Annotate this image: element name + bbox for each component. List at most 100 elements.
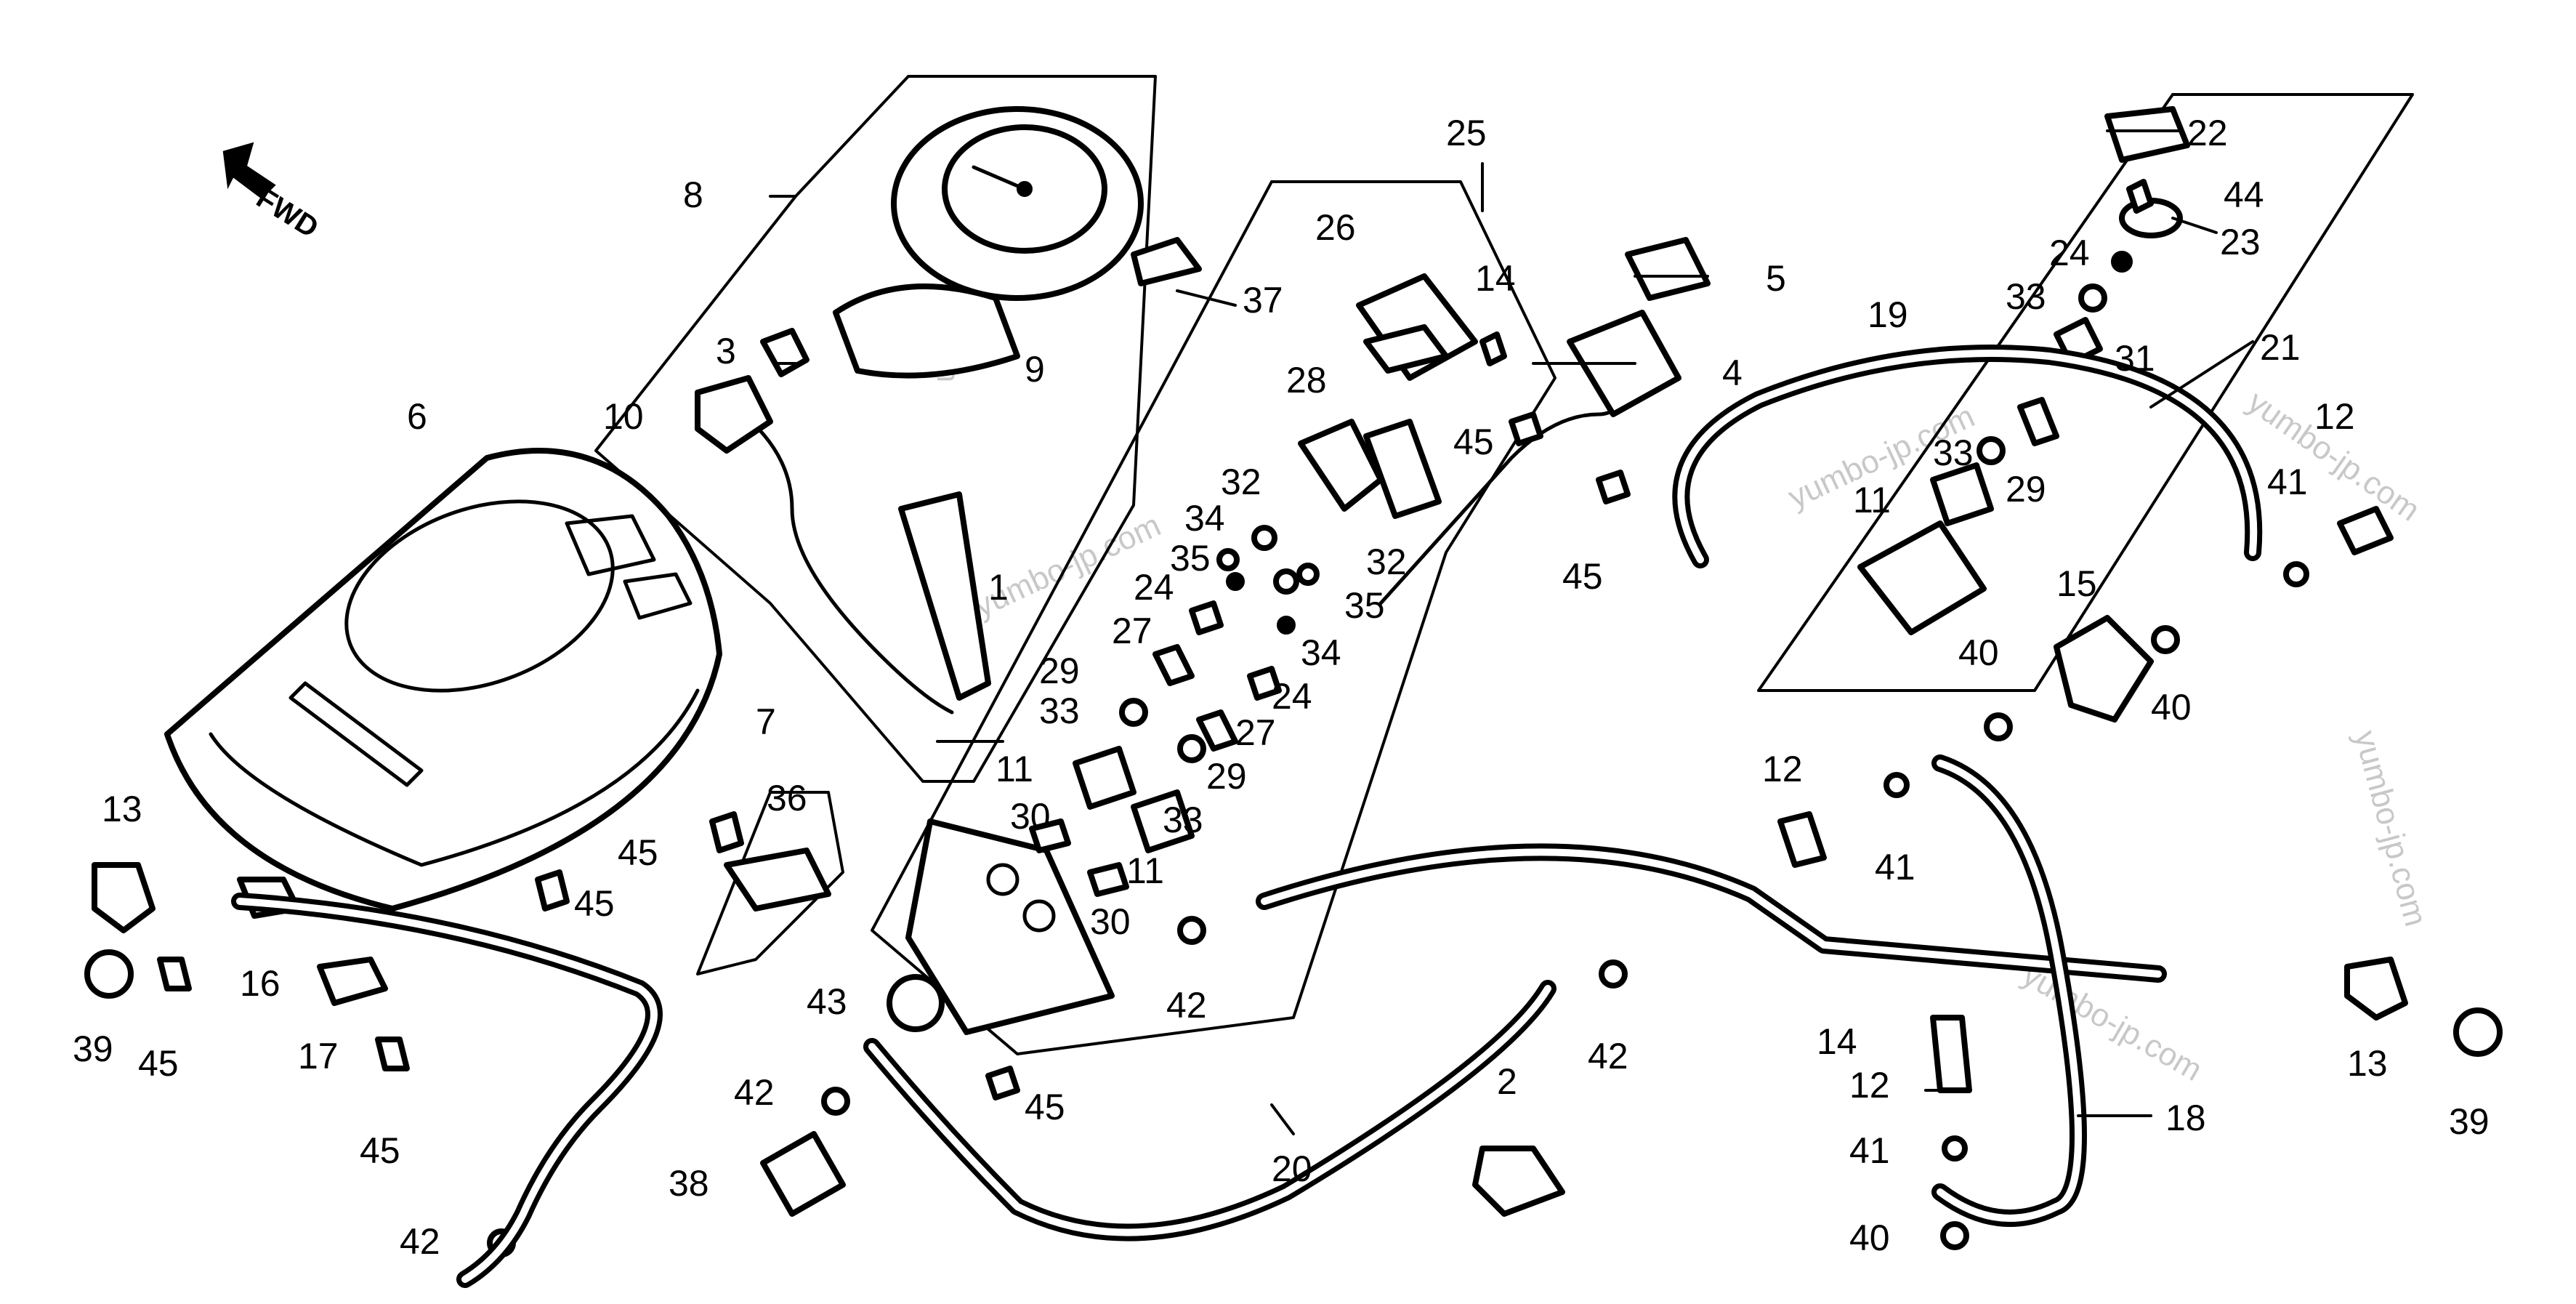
- elbow-13b: [2344, 957, 2408, 1021]
- callout-3: 3: [716, 331, 736, 371]
- bolt-45a: [1509, 411, 1543, 446]
- master-cylinder-group: [1567, 106, 2190, 635]
- callout-1: 1: [988, 567, 1009, 608]
- washer-40a: [1984, 712, 2013, 741]
- callout-44: 44: [2224, 174, 2264, 215]
- bolt-45g: [985, 1066, 1020, 1100]
- cover-slot-2: [565, 514, 656, 576]
- callout-41a: 41: [2267, 462, 2308, 502]
- cap-5: [1625, 237, 1711, 301]
- hose-19-inner: [1677, 350, 2258, 563]
- screw-14a: [1479, 331, 1507, 366]
- forward-arrow-icon: [222, 142, 276, 199]
- forward-label: FWD: [251, 182, 324, 244]
- ring-34a: [1251, 525, 1277, 551]
- callout-33a: 33: [1039, 691, 1080, 731]
- switch-hole-2: [1022, 899, 1056, 933]
- watermark-group: yumbo-jp.com yumbo-jp.com yumbo-jp.com y…: [930, 182, 2434, 1088]
- callout-7: 7: [756, 701, 776, 742]
- callout-11b: 11: [1126, 850, 1164, 891]
- callout-45e: 45: [138, 1043, 179, 1084]
- callout-40a: 40: [1958, 632, 1999, 673]
- meter-case: [833, 283, 1020, 379]
- callout-40b: 40: [2151, 687, 2192, 728]
- callout-34a: 34: [1184, 498, 1225, 539]
- master-body: [1857, 520, 1987, 635]
- callout-36: 36: [767, 778, 807, 818]
- callout-24a: 24: [1134, 567, 1174, 608]
- callout-42a: 42: [400, 1221, 440, 1262]
- meter-assembly: [695, 106, 1202, 715]
- trim-piece-37: [1131, 237, 1202, 286]
- washer-33a: [1119, 698, 1148, 727]
- washer-42d: [1599, 959, 1628, 989]
- group-outline-master: [1757, 93, 2414, 692]
- callout-45a: 45: [1453, 422, 1494, 462]
- callout-33d: 33: [1933, 432, 1974, 473]
- cover-slot-1: [288, 681, 424, 787]
- callout-18: 18: [2165, 1098, 2206, 1138]
- callout-20: 20: [1272, 1148, 1312, 1189]
- washer-41a: [2283, 561, 2309, 587]
- callout-6: 6: [407, 396, 427, 437]
- callout-9: 9: [1025, 349, 1045, 390]
- callout-27a: 27: [1112, 611, 1152, 651]
- cover-plate-26b: [1363, 324, 1449, 374]
- callout-32a: 32: [1221, 462, 1261, 502]
- hose-16-left-inner: [236, 898, 658, 1283]
- pin-30b: [1087, 862, 1129, 897]
- callout-8: 8: [683, 174, 703, 215]
- callout-labels: 1 2 3 4 5 6 7 8 9 10 11 11 11 12 12 12 1…: [73, 113, 2490, 1262]
- grommet-2: [1472, 1146, 1565, 1217]
- switch-assembly: [905, 273, 1630, 1035]
- bolt-45f: [375, 1037, 410, 1071]
- callout-42b: 42: [734, 1072, 775, 1113]
- callout-45b: 45: [1562, 556, 1603, 597]
- headlight-cover: [164, 448, 722, 911]
- callout-24b: 24: [1272, 676, 1312, 717]
- switch-housing-base: [905, 818, 1115, 1035]
- callout-14b: 14: [1817, 1021, 1857, 1062]
- cap-22: [2104, 106, 2190, 163]
- callout-29c: 29: [2006, 469, 2046, 510]
- callout-16: 16: [240, 963, 280, 1004]
- callout-5: 5: [1766, 258, 1786, 299]
- hose-16-left: [231, 893, 663, 1288]
- hose-14-front-inner: [1261, 848, 2162, 978]
- bolt-45d: [535, 869, 570, 911]
- switch-11b: [1131, 789, 1195, 853]
- leader-lines: [769, 129, 2254, 1135]
- callout-35a: 35: [1170, 538, 1211, 579]
- group-outline-panel: [696, 791, 844, 975]
- callout-45f: 45: [360, 1130, 400, 1171]
- bolt-45c: [709, 811, 744, 853]
- callout-22: 22: [2187, 113, 2228, 153]
- callout-31: 31: [2115, 338, 2155, 379]
- speedo-cable-end: [898, 491, 991, 701]
- meter-needle-hub: [1017, 181, 1033, 197]
- cap-39b: [2453, 1007, 2503, 1057]
- washer-40c: [1940, 1221, 1969, 1250]
- switch-hole-1: [986, 863, 1020, 896]
- ball-24a: [1226, 572, 1245, 591]
- hose-18-inner: [1937, 760, 2082, 1222]
- callout-12b: 12: [1762, 749, 1803, 789]
- brake-hoses: [231, 345, 2263, 1288]
- callout-21: 21: [2260, 327, 2301, 368]
- callout-29a: 29: [1039, 651, 1080, 691]
- switch-bracket-32: [1363, 419, 1442, 519]
- panel-36: [724, 848, 831, 911]
- callout-26: 26: [1315, 207, 1356, 248]
- callout-39a: 39: [73, 1029, 113, 1069]
- washer-42c: [1177, 916, 1206, 945]
- switch-11a: [1073, 746, 1136, 810]
- callout-28: 28: [1286, 360, 1327, 401]
- callout-39b: 39: [2449, 1101, 2490, 1142]
- elbow-13a: [92, 862, 156, 933]
- cover-inner: [209, 688, 700, 867]
- clip-17: [317, 957, 388, 1006]
- callout-45c: 45: [618, 832, 658, 873]
- ring-43: [887, 974, 945, 1032]
